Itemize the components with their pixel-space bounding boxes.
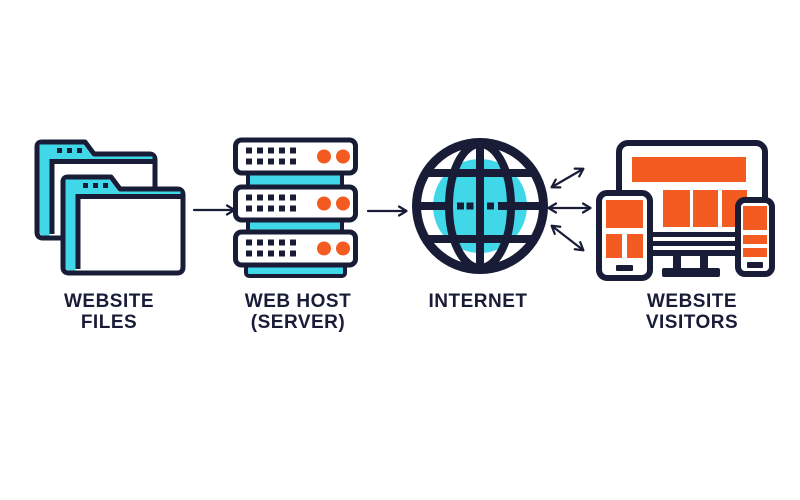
folders-icon [34,139,186,276]
website-files-label: WEBSITE FILES [63,291,155,333]
folder-front [60,174,186,276]
server-led [336,196,350,211]
tablet-home-button [616,265,633,271]
server-led [317,241,331,256]
globe-icon [412,138,548,274]
web-host-label: WEB HOST (SERVER) [244,291,352,333]
server-led [317,149,331,164]
server-unit [233,229,358,268]
devices-icon [596,140,775,281]
server-led [336,149,350,164]
monitor-stand-base [662,268,720,277]
internet-label: INTERNET [428,291,528,312]
double-arrow-bottom-icon [550,224,585,252]
server-led [336,241,350,256]
monitor [616,140,768,277]
server-unit [233,137,358,176]
website-visitors-label: WEBSITE VISITORS [645,291,739,333]
tablet [596,190,653,281]
monitor-stand-leg [700,254,708,268]
server-stack-icon [233,137,358,278]
smartphone [735,197,775,277]
phone-home-button [747,262,763,268]
server-led [317,196,331,211]
double-arrow-top-icon [550,167,585,189]
globe-equator-dashes [457,202,494,210]
monitor-stand-leg [673,254,681,268]
server-unit [233,184,358,223]
